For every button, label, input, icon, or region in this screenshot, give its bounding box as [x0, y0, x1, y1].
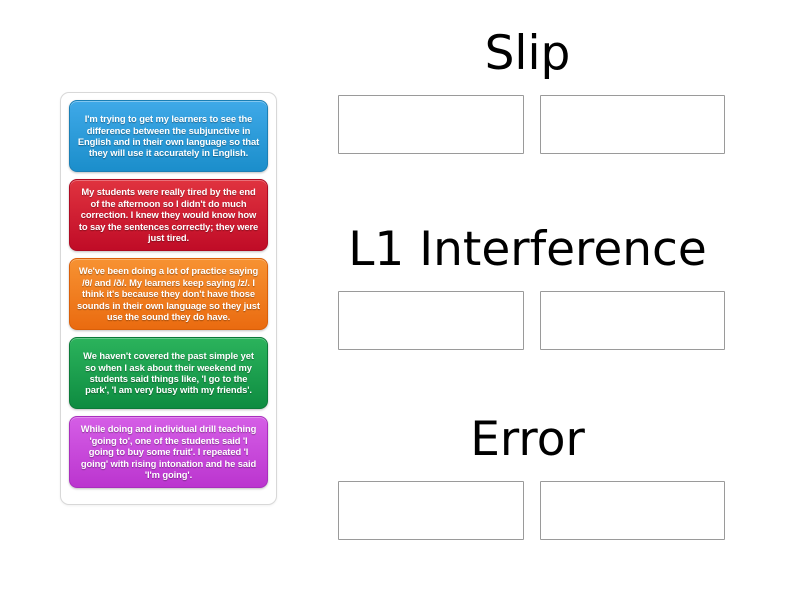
category-l1-interference: L1 Interference	[330, 226, 725, 350]
dropzone-row-error	[330, 481, 725, 540]
dropzone-row-slip	[330, 95, 725, 154]
card-text: I'm trying to get my learners to see the…	[77, 113, 260, 159]
dropzone-error-2[interactable]	[539, 481, 725, 540]
category-error: Error	[330, 416, 725, 540]
draggable-card-4[interactable]: We haven't covered the past simple yet s…	[69, 337, 268, 409]
draggable-card-3[interactable]: We've been doing a lot of practice sayin…	[69, 258, 268, 330]
draggable-card-5[interactable]: While doing and individual drill teachin…	[69, 416, 268, 488]
card-text: We haven't covered the past simple yet s…	[83, 350, 254, 396]
dropzone-l1-2[interactable]	[539, 291, 725, 350]
dropzone-slip-2[interactable]	[539, 95, 725, 154]
category-title-error: Error	[470, 412, 585, 467]
category-columns: Slip L1 Interference Error	[330, 0, 735, 600]
dropzone-error-1[interactable]	[338, 481, 524, 540]
draggable-card-tray[interactable]: I'm trying to get my learners to see the…	[60, 92, 277, 505]
dropzone-row-l1-interference	[330, 291, 725, 350]
category-slip: Slip	[330, 30, 725, 154]
draggable-card-1[interactable]: I'm trying to get my learners to see the…	[69, 100, 268, 172]
dropzone-l1-1[interactable]	[338, 291, 524, 350]
card-text: My students were really tired by the end…	[78, 186, 259, 244]
category-title-slip: Slip	[484, 26, 571, 81]
dropzone-slip-1[interactable]	[338, 95, 524, 154]
category-title-l1-interference: L1 Interference	[348, 222, 707, 277]
draggable-card-2[interactable]: My students were really tired by the end…	[69, 179, 268, 251]
card-text: While doing and individual drill teachin…	[80, 423, 257, 481]
card-text: We've been doing a lot of practice sayin…	[77, 265, 260, 323]
